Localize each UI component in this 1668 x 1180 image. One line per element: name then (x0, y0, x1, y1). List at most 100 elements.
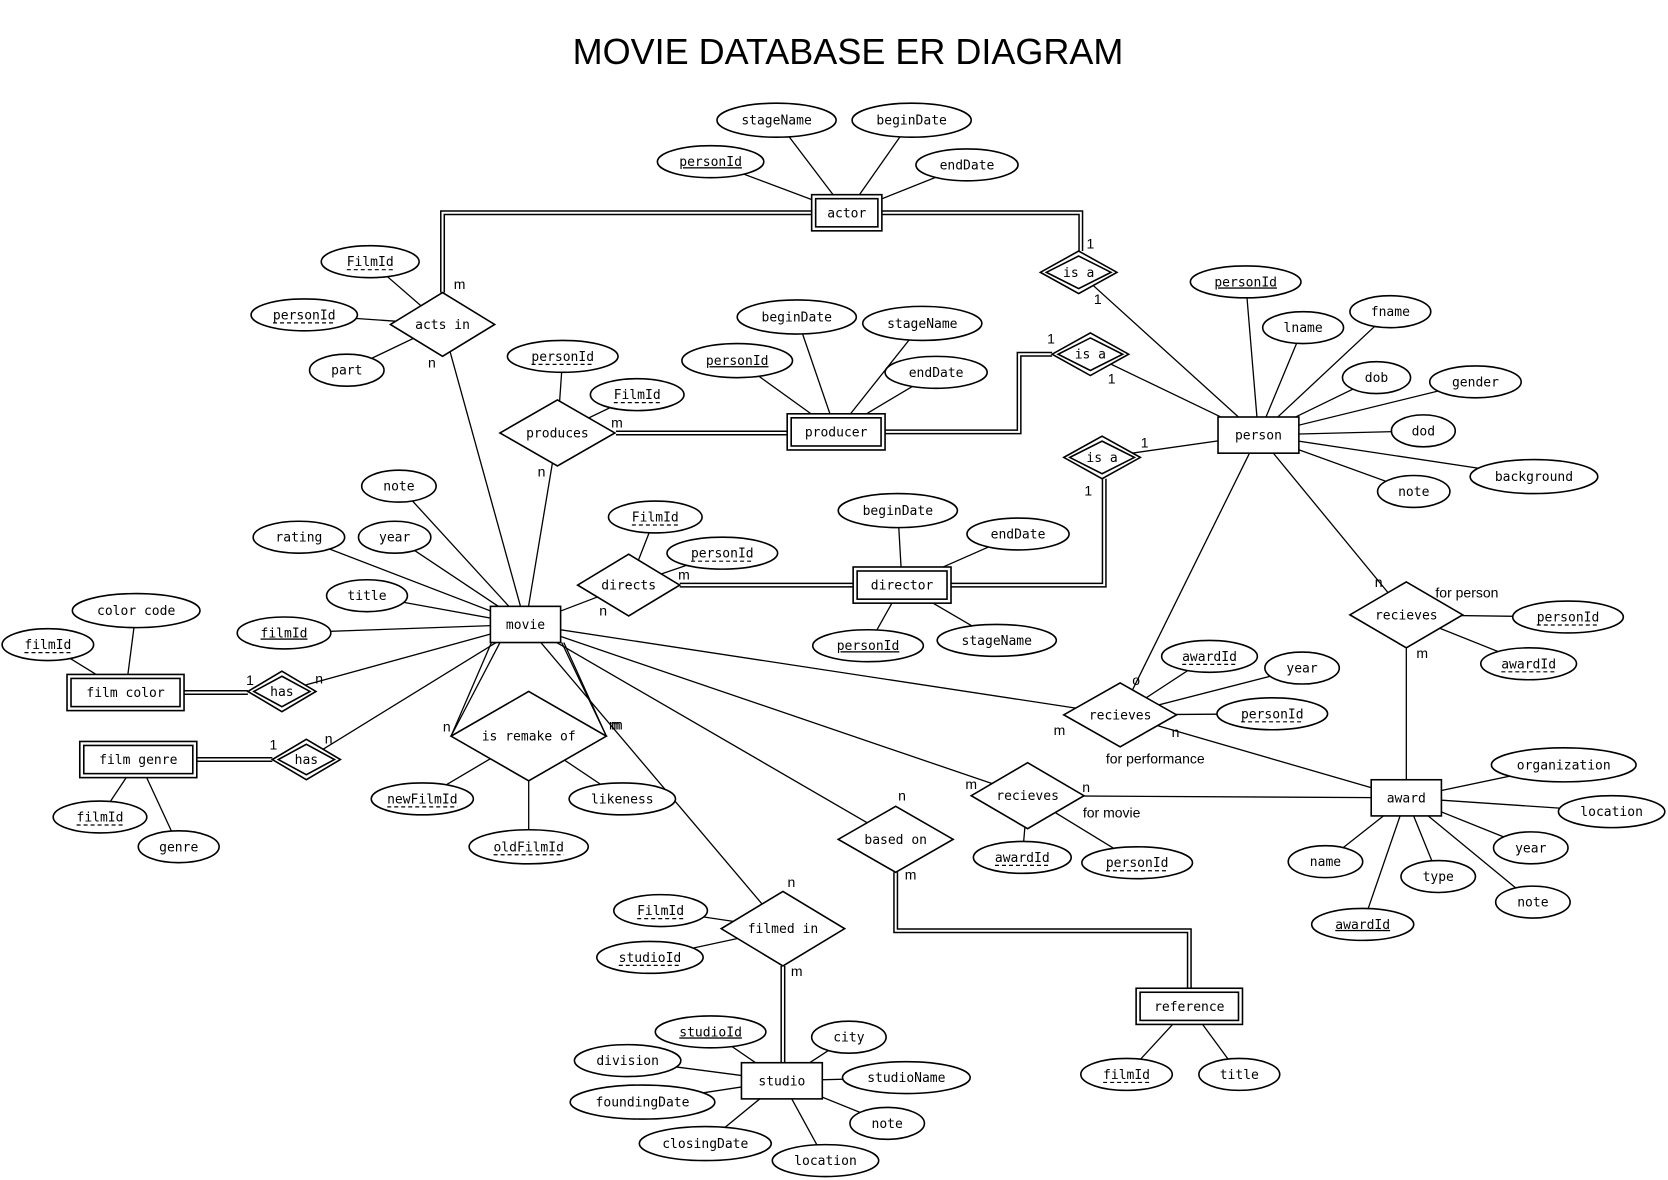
attribute-a_st_city[interactable]: city (810, 1020, 887, 1054)
attribute-a_rp_year[interactable]: year (1264, 651, 1341, 685)
attribute-a_st_found[interactable]: foundingDate (569, 1084, 716, 1120)
attribute-a_act_end[interactable]: endDate (915, 148, 1019, 182)
relationship-directs[interactable]: directs (576, 553, 682, 617)
attribute-a_act_pid[interactable]: personId (656, 144, 765, 179)
attribute-a_aw_org[interactable]: organization (1490, 747, 1637, 783)
attribute-a_aw_type[interactable]: type (1400, 859, 1477, 894)
relationship-remake[interactable]: is remake of (449, 690, 608, 782)
attribute-ellipse (1189, 265, 1302, 299)
entity-award[interactable]: award (1370, 778, 1443, 817)
attribute-a_per_dod[interactable]: dod (1390, 414, 1457, 448)
attribute-a_drc_stage[interactable]: stageName (936, 623, 1058, 658)
attribute-label: studioId (619, 951, 682, 966)
attribute-a_rmv_pid[interactable]: personId (1081, 845, 1194, 880)
connector-actsin-movie (441, 324, 527, 625)
attribute-a_mv_fid[interactable]: filmId (236, 616, 332, 650)
attribute-a_per_fname[interactable]: fname (1349, 294, 1432, 329)
attribute-a_rp_pid[interactable]: personId (1216, 697, 1329, 731)
attribute-a_per_note[interactable]: note (1376, 474, 1451, 509)
attribute-a_rp_aid[interactable]: awardId (1160, 639, 1259, 674)
entity-director[interactable]: director (852, 566, 952, 604)
attribute-a_rm_new[interactable]: newFilmId (370, 782, 475, 816)
attribute-a_ref_fid[interactable]: filmId (1079, 1057, 1174, 1092)
attribute-a_rm_old[interactable]: oldFilmId (468, 828, 590, 865)
relationship-recpers[interactable]: recieves (1348, 580, 1465, 649)
attribute-a_act_begin[interactable]: beginDate (851, 102, 973, 139)
attribute-a_ai_part[interactable]: part (308, 353, 385, 387)
attribute-a_aw_note[interactable]: note (1494, 885, 1571, 919)
attribute-a_fg_genre[interactable]: genre (137, 830, 220, 864)
attribute-a_prd_stage[interactable]: stageName (861, 305, 983, 342)
attribute-a_per_lname[interactable]: lname (1261, 310, 1345, 345)
attribute-a_fg_fid[interactable]: filmId (52, 800, 148, 834)
relationship-isa1[interactable]: is a (1038, 250, 1119, 295)
double-connector-inner-9 (894, 872, 1191, 989)
attribute-a_st_div[interactable]: division (573, 1043, 682, 1078)
attribute-ellipse (736, 299, 858, 335)
cardinality-c_fc_has: 1 (246, 672, 254, 688)
attribute-a_rs_aid[interactable]: awardId (1479, 647, 1578, 681)
attribute-a_rmv_aid[interactable]: awardId (972, 840, 1073, 875)
entity-filmcolor[interactable]: film color (66, 673, 185, 712)
attribute-a_drc_begin[interactable]: beginDate (837, 492, 959, 529)
relationship-diamond (576, 553, 682, 617)
attribute-a_drc_pid[interactable]: personId (811, 628, 925, 663)
attribute-a_prd_end[interactable]: endDate (884, 355, 988, 390)
attribute-a_pr_film[interactable]: FilmId (589, 377, 685, 412)
relationship-actsin[interactable]: acts in (388, 291, 497, 358)
attribute-a_fi_sid[interactable]: studioId (595, 940, 704, 975)
entity-reference[interactable]: reference (1135, 987, 1244, 1026)
attribute-a_per_dob[interactable]: dob (1341, 360, 1412, 395)
attribute-a_st_sid[interactable]: studioId (654, 1015, 767, 1049)
attribute-a_mv_rating[interactable]: rating (252, 520, 346, 554)
attribute-a_mv_title[interactable]: title (325, 578, 409, 613)
attribute-a_rs_pid[interactable]: personId (1511, 600, 1625, 634)
attribute-a_aw_loc[interactable]: location (1557, 794, 1666, 829)
attribute-a_prd_begin[interactable]: beginDate (736, 299, 858, 335)
attribute-a_st_loc[interactable]: location (771, 1143, 880, 1178)
relationship-isa3[interactable]: is a (1062, 435, 1143, 480)
attribute-a_st_note[interactable]: note (849, 1106, 926, 1141)
relationship-isa2[interactable]: is a (1050, 332, 1131, 377)
entity-producer[interactable]: producer (786, 413, 886, 451)
attribute-a_prd_pid[interactable]: personId (681, 342, 794, 379)
attribute-a_fc_fid[interactable]: filmId (1, 627, 95, 662)
entity-studio[interactable]: studio (740, 1061, 824, 1100)
attribute-a_ai_film[interactable]: FilmId (320, 244, 420, 279)
cardinality-c_movie_recperf: m (1054, 722, 1066, 738)
relationship-recperf[interactable]: recieves (1062, 682, 1179, 748)
attribute-ellipse (841, 1060, 971, 1095)
entity-filmgenre[interactable]: film genre (78, 740, 198, 779)
attribute-a_act_stage[interactable]: stageName (716, 102, 837, 139)
attribute-a_st_close[interactable]: closingDate (638, 1125, 773, 1162)
attribute-a_per_bg[interactable]: background (1469, 458, 1599, 495)
attribute-a_st_name[interactable]: studioName (841, 1060, 971, 1095)
relationship-has1[interactable]: has (246, 670, 318, 713)
attribute-a_mv_note[interactable]: note (360, 469, 437, 503)
relationship-recmovie[interactable]: recieves (969, 761, 1086, 830)
attribute-a_rm_like[interactable]: likeness (568, 782, 677, 816)
relationship-basedon[interactable]: based on (836, 805, 955, 874)
entity-actor[interactable]: actor (810, 193, 883, 232)
relationship-produces[interactable]: produces (498, 399, 617, 467)
attribute-a_mv_year[interactable]: year (357, 520, 432, 554)
attribute-a_dir_film[interactable]: FilmId (607, 500, 703, 534)
attribute-a_aw_name[interactable]: name (1287, 844, 1364, 879)
relationship-label: acts in (415, 318, 470, 333)
attribute-a_fi_fid[interactable]: FilmId (612, 893, 709, 928)
attribute-a_ref_title[interactable]: title (1198, 1057, 1281, 1092)
attribute-a_per_pid[interactable]: personId (1189, 265, 1302, 299)
relationship-has2[interactable]: has (270, 738, 342, 781)
entity-movie[interactable]: movie (489, 605, 562, 644)
relationship-filmedin[interactable]: filmed in (719, 890, 847, 967)
attribute-a_per_gender[interactable]: gender (1428, 365, 1522, 399)
attribute-a_ai_pid[interactable]: personId (250, 298, 359, 332)
attribute-a_fc_code[interactable]: color code (71, 592, 201, 629)
attribute-a_aw_aid[interactable]: awardId (1310, 907, 1415, 942)
entity-person[interactable]: person (1217, 416, 1300, 454)
attribute-a_pr_pid[interactable]: personId (506, 339, 619, 374)
attribute-label: city (833, 1031, 864, 1046)
attribute-a_aw_year[interactable]: year (1492, 831, 1569, 865)
attribute-a_drc_end[interactable]: endDate (966, 517, 1070, 551)
attribute-a_dir_pid[interactable]: personId (666, 536, 779, 570)
